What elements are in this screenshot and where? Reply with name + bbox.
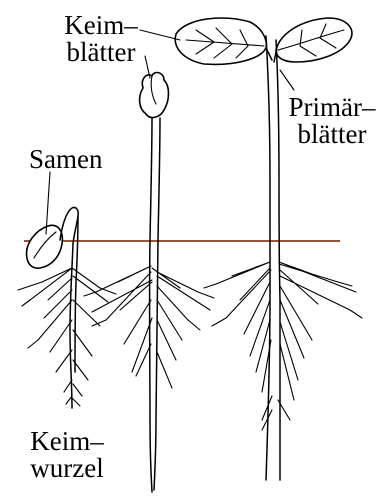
label-keimwurzel: Keim– wurzel [22,428,112,482]
label-keimblaetter-line1: Keim– [58,12,144,39]
leader-primaerblaetter [280,70,294,90]
label-primaerblaetter: Primär– blätter [284,94,380,148]
label-primaerblaetter-line2: blätter [284,121,380,148]
label-samen: Samen [29,146,103,173]
primary-leaf-left [175,18,266,64]
hypocotyl [150,118,152,492]
seed [27,225,63,268]
label-keimwurzel-line1: Keim– [22,428,112,455]
leader-keimblaetter [140,30,180,40]
label-primaerblaetter-line1: Primär– [284,94,380,121]
label-keimblaetter: Keim– blätter [58,12,144,66]
leader-samen [46,172,50,234]
label-samen-text: Samen [29,144,103,174]
primary-leaf-right [276,18,352,62]
label-keimwurzel-line2: wurzel [22,455,112,482]
cotyledons [140,73,169,118]
seed-stage [18,207,116,408]
label-keimblaetter-line2: blätter [58,39,144,66]
primary-leaf-stage [175,18,362,480]
epicotyl-stem [266,36,270,480]
